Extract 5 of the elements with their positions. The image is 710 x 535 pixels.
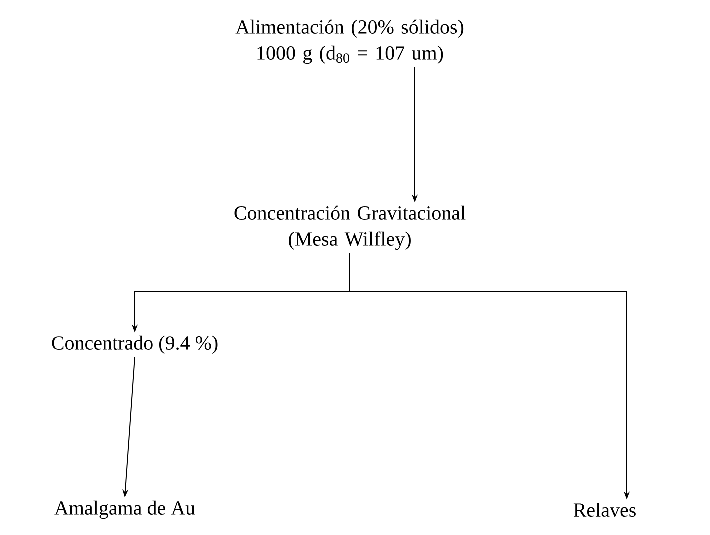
process-label: Relaves — [574, 502, 636, 518]
process-label: Alimentación (20% sólidos) 1000 g (d$_{80}$ = 107 um) — [236, 20, 464, 64]
process-label: Amalgama de Au — [54, 500, 196, 520]
process-label: Concentrado (9.4 %) — [52, 336, 218, 354]
process-label: Concentración Gravitacional (Mesa Wilfley) — [234, 206, 466, 250]
